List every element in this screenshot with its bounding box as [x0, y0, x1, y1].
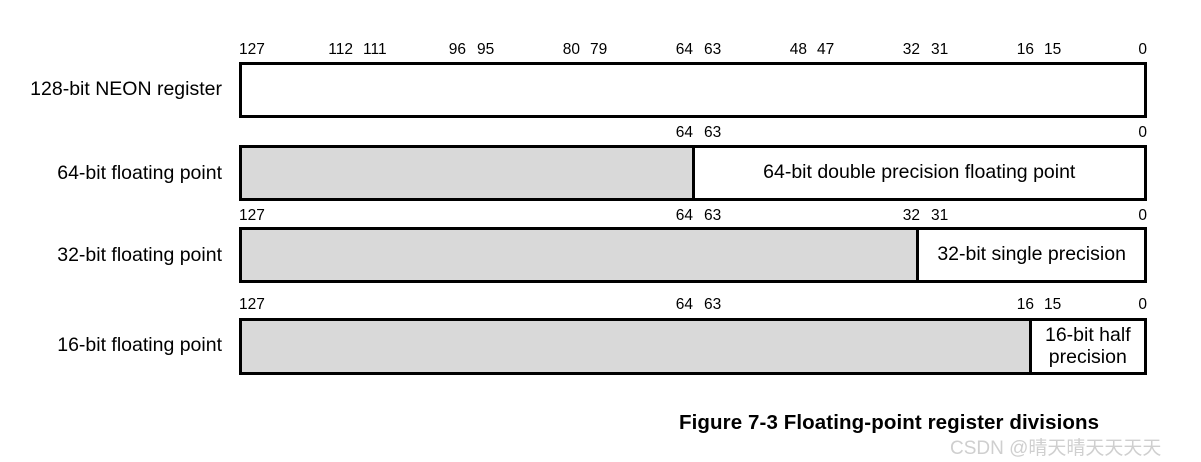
bit-tick-80: 80 — [562, 41, 580, 58]
bit-index-ticks-row-2: 127 64 63 32 31 0 — [239, 206, 1147, 226]
bit-tick-112: 112 — [328, 41, 353, 58]
bit-tick-0: 0 — [1138, 207, 1147, 224]
value-segment: 64-bit double precision floating point — [691, 148, 1144, 198]
bit-tick-31: 31 — [931, 207, 949, 224]
bit-tick-79: 79 — [590, 41, 608, 58]
bit-tick-16: 16 — [1016, 296, 1034, 313]
bit-tick-0: 0 — [1138, 41, 1147, 58]
bit-tick-127: 127 — [239, 41, 265, 58]
bit-tick-64: 64 — [675, 124, 693, 141]
row-label-3: 16-bit floating point — [57, 334, 222, 356]
bit-tick-127: 127 — [239, 296, 265, 313]
bit-tick-127: 127 — [239, 207, 265, 224]
bit-tick-47: 47 — [817, 41, 835, 58]
row-label-2: 32-bit floating point — [57, 244, 222, 266]
value-segment: 16-bit half precision — [1028, 321, 1144, 372]
value-segment — [242, 65, 1144, 115]
bit-tick-32: 32 — [902, 207, 920, 224]
bit-index-ticks-row-1: 64 63 0 — [239, 123, 1147, 143]
bit-tick-64: 64 — [675, 296, 693, 313]
bit-tick-31: 31 — [931, 41, 949, 58]
unused-bits-segment — [242, 321, 1029, 372]
bit-tick-95: 95 — [477, 41, 495, 58]
bit-tick-64: 64 — [675, 207, 693, 224]
row-label-1: 64-bit floating point — [57, 162, 222, 184]
register-bar-row-2: 32-bit single precision — [239, 227, 1147, 283]
bit-tick-16: 16 — [1016, 41, 1034, 58]
bit-tick-63: 63 — [704, 296, 722, 313]
bit-tick-63: 63 — [704, 41, 722, 58]
value-segment: 32-bit single precision — [916, 230, 1144, 280]
bit-tick-0: 0 — [1138, 124, 1147, 141]
row-label-0: 128-bit NEON register — [30, 78, 222, 100]
unused-bits-segment — [242, 230, 917, 280]
register-bar-row-0 — [239, 62, 1147, 118]
bit-index-ticks-row-0: 127 112 111 96 95 80 79 64 63 48 47 32 31 16 15 0 — [239, 40, 1147, 60]
register-bar-row-1: 64-bit double precision floating point — [239, 145, 1147, 201]
bit-tick-64: 64 — [675, 41, 693, 58]
bit-tick-96: 96 — [448, 41, 466, 58]
bit-tick-0: 0 — [1138, 296, 1147, 313]
bit-index-ticks-row-3: 127 64 63 16 15 0 — [239, 295, 1147, 315]
bit-tick-15: 15 — [1044, 296, 1062, 313]
bit-tick-63: 63 — [704, 124, 722, 141]
csdn-watermark: CSDN @晴天晴天天天天 — [950, 438, 1162, 459]
bit-tick-48: 48 — [789, 41, 807, 58]
bit-tick-111: 111 — [363, 41, 387, 58]
unused-bits-segment — [242, 148, 692, 198]
bit-tick-63: 63 — [704, 207, 722, 224]
bit-tick-32: 32 — [902, 41, 920, 58]
figure-caption: Figure 7-3 Floating-point register divis… — [679, 411, 1100, 434]
register-bar-row-3: 16-bit half precision — [239, 318, 1147, 375]
bit-tick-15: 15 — [1044, 41, 1062, 58]
